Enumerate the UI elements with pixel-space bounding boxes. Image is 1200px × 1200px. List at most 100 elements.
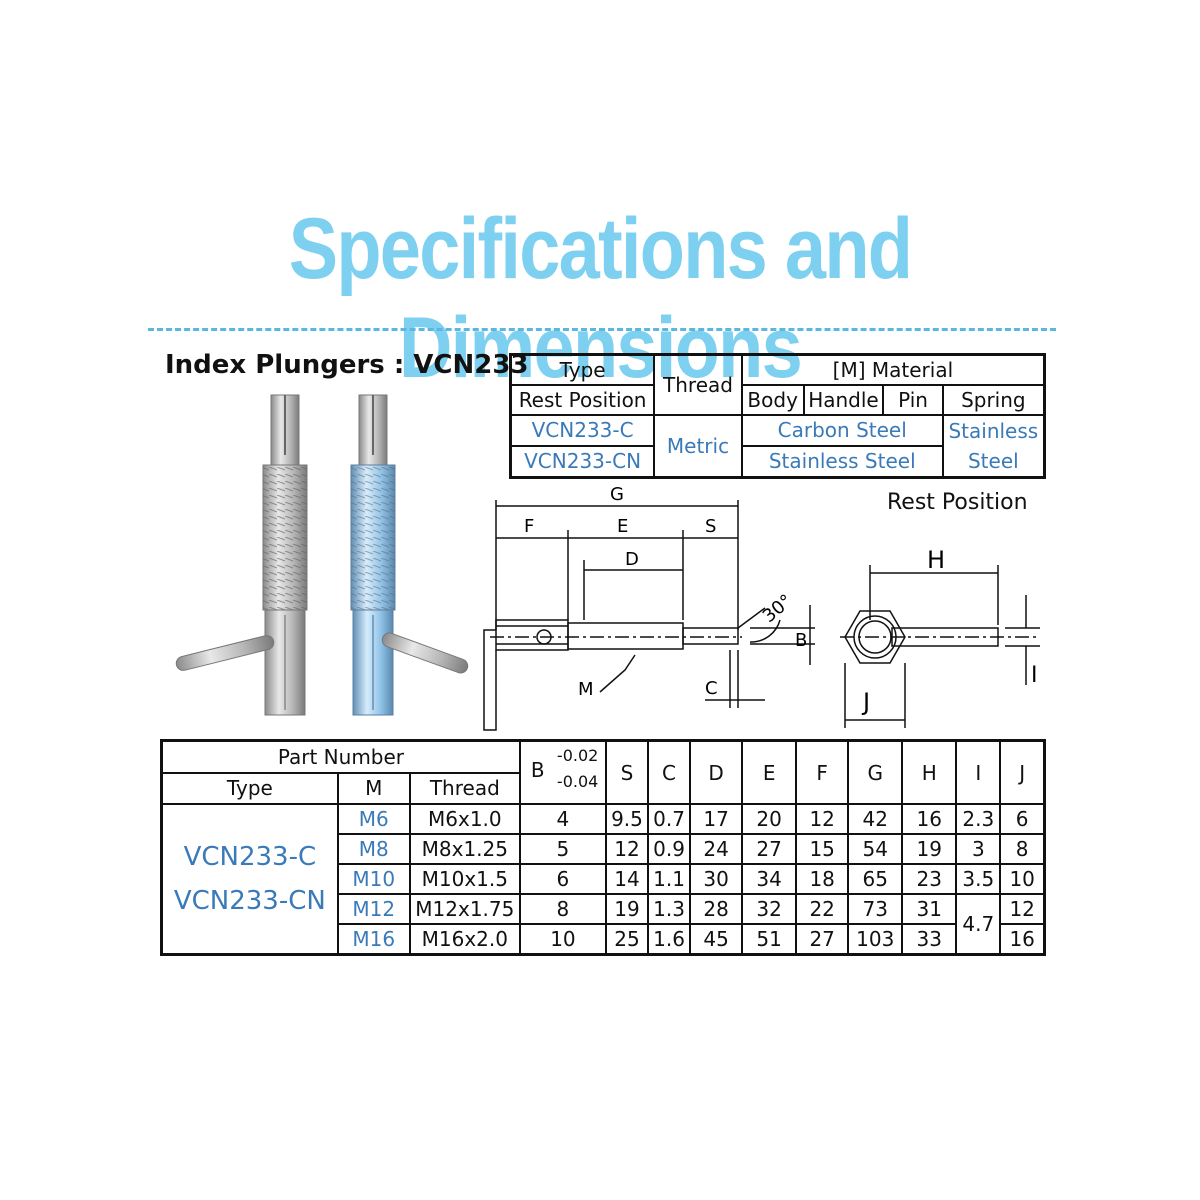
d-cell: 28: [689, 893, 744, 925]
thread-cell: M10x1.5: [408, 863, 521, 895]
page-title: Specifications and Dimensions: [288, 201, 913, 396]
dim-label-e: E: [617, 516, 628, 537]
b-cell: 6: [518, 863, 607, 895]
h-cell: 31: [901, 893, 958, 925]
type-header: Type: [509, 353, 656, 386]
f-cell: 22: [795, 893, 850, 925]
technical-drawing: G F E S D B 30° M C H J I: [483, 484, 1040, 731]
b-cell: 8: [518, 893, 607, 925]
i-cell: 3: [955, 833, 1002, 865]
col-header-d: D: [689, 739, 744, 805]
dim-label-s: S: [705, 516, 716, 537]
spring-cell: Stainless Steel: [941, 414, 1046, 479]
d-cell: 24: [689, 833, 744, 865]
thread-cell: Metric: [653, 414, 743, 479]
i-cell: 2.3: [955, 803, 1002, 835]
c-cell: 0.9: [647, 833, 692, 865]
table-row: M10 M10x1.5 6 14 1.1 30 34 18 65 23 3.5 …: [162, 863, 1046, 895]
f-cell: 18: [795, 863, 850, 895]
g-cell: 65: [847, 863, 904, 895]
body-header: Body: [740, 384, 805, 416]
product-subtitle: Index Plungers : VCN233: [165, 350, 529, 380]
dim-label-f: F: [524, 516, 534, 537]
i-cell-merged: 4.7: [955, 893, 1002, 956]
g-cell: 54: [847, 833, 904, 865]
type-header: Type: [160, 771, 339, 805]
f-cell: 15: [795, 833, 850, 865]
s-cell: 12: [604, 833, 650, 865]
d-cell: 30: [689, 863, 744, 895]
dim-label-b: B: [795, 630, 807, 651]
c-cell: 0.7: [647, 803, 692, 835]
table-row: M12 M12x1.75 8 19 1.3 28 32 22 73 31 4.7…: [162, 893, 1046, 956]
spring-line-1: Stainless: [948, 419, 1039, 443]
dim-label-h: H: [927, 546, 945, 574]
h-cell: 19: [901, 833, 958, 865]
g-cell: 73: [847, 893, 904, 925]
col-header-g: G: [847, 739, 904, 805]
b-tol-lower: -0.04: [556, 772, 599, 791]
material-header: [M] Material: [740, 353, 1046, 386]
thread-cell: M6x1.0: [408, 803, 521, 835]
thread-cell: M16x2.0: [408, 923, 521, 956]
s-cell: 14: [604, 863, 650, 895]
j-cell: 6: [999, 803, 1046, 835]
part-number-header: Part Number: [160, 739, 521, 774]
col-header-i: I: [955, 739, 1002, 805]
dim-label-j: J: [861, 688, 870, 716]
m-cell: M12: [336, 893, 411, 925]
m-cell: M16: [336, 923, 411, 956]
table-row: M16 M16x2.0 10 25 1.6 45 51 27 103 33 16: [162, 923, 1046, 956]
b-cell: 10: [518, 923, 607, 956]
col-header-j: J: [999, 739, 1046, 805]
type-cell: VCN233-C: [509, 414, 656, 447]
type-cell: VCN233-CN: [509, 444, 656, 479]
c-cell: 1.1: [647, 863, 692, 895]
col-header-h: H: [901, 739, 958, 805]
material-cell: Stainless Steel: [740, 444, 944, 479]
m-cell: M10: [336, 863, 411, 895]
dim-label-c: C: [705, 678, 718, 699]
j-cell: 8: [999, 833, 1046, 865]
m-header: M: [336, 771, 411, 805]
table-row: M8 M8x1.25 5 12 0.9 24 27 15 54 19 3 8: [162, 833, 1046, 865]
f-cell: 27: [795, 923, 850, 956]
dim-label-g: G: [610, 484, 624, 505]
m-cell: M8: [336, 833, 411, 865]
spring-line-2: Steel: [967, 449, 1019, 473]
type-cn: VCN233-CN: [173, 886, 326, 916]
i-cell: 3.5: [955, 863, 1002, 895]
e-cell: 27: [741, 833, 798, 865]
material-table: Type Thread [M] Material Rest Position B…: [509, 353, 1046, 479]
s-cell: 25: [604, 923, 650, 956]
dimension-table: Part Number B -0.02 -0.04 S C D E F G H …: [160, 739, 1046, 956]
thread-header: Thread: [408, 771, 521, 805]
j-cell: 10: [999, 863, 1046, 895]
d-cell: 17: [689, 803, 744, 835]
thread-header: Thread: [653, 353, 743, 416]
thread-cell: M8x1.25: [408, 833, 521, 865]
pin-header: Pin: [882, 384, 944, 416]
c-cell: 1.3: [647, 893, 692, 925]
carbon-steel-plunger-image: [350, 394, 469, 716]
b-cell: 5: [518, 833, 607, 865]
g-cell: 42: [847, 803, 904, 835]
e-cell: 34: [741, 863, 798, 895]
f-cell: 12: [795, 803, 850, 835]
product-photo: [175, 394, 469, 716]
j-cell: 12: [999, 893, 1046, 925]
table-row: VCN233-C VCN233-CN M6 M6x1.0 4 9.5 0.7 1…: [160, 803, 1046, 956]
dashed-divider: [148, 328, 1056, 331]
handle-header: Handle: [802, 384, 885, 416]
dim-label-i: I: [1031, 663, 1038, 688]
g-cell: 103: [847, 923, 904, 956]
e-cell: 32: [741, 893, 798, 925]
h-cell: 33: [901, 923, 958, 956]
dim-label-d: D: [625, 549, 639, 570]
col-header-e: E: [741, 739, 798, 805]
rest-position-header: Rest Position: [509, 384, 656, 416]
b-label: B: [530, 758, 545, 782]
stainless-plunger-image: [175, 394, 308, 716]
s-cell: 19: [604, 893, 650, 925]
c-cell: 1.6: [647, 923, 692, 956]
